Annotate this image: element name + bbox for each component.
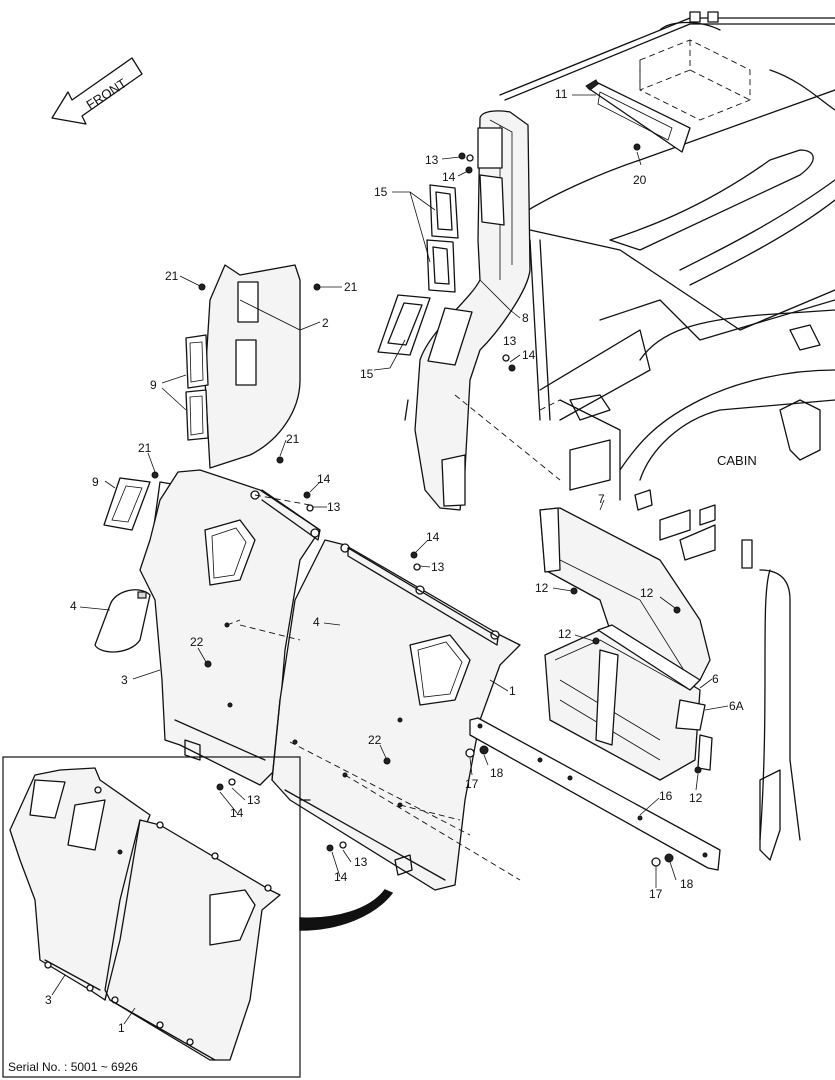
callout-21: 21: [138, 441, 152, 455]
part-2-upper-panel: [185, 264, 301, 469]
callout-8: 8: [522, 311, 529, 325]
callout-13: 13: [354, 855, 368, 869]
part-11-bracket: [585, 79, 691, 153]
callout-14: 14: [334, 870, 348, 884]
callout-18: 18: [490, 766, 504, 780]
cabin-label: CABIN: [717, 453, 757, 468]
cabin-frame: [529, 239, 835, 861]
callout-12: 12: [689, 791, 703, 805]
callout-17: 17: [649, 887, 663, 901]
part-7-duct: [539, 507, 711, 681]
callout-6: 6: [712, 672, 719, 686]
part-3-left-panel: [139, 469, 321, 786]
front-arrow-icon: FRONT: [51, 57, 143, 125]
callout-1: 1: [118, 1021, 125, 1035]
callout-9: 9: [92, 475, 99, 489]
callout-11: 11: [555, 87, 568, 101]
callout-2: 2: [322, 316, 329, 330]
callout-14: 14: [426, 530, 440, 544]
callout-18: 18: [680, 877, 694, 891]
callout-21: 21: [286, 432, 300, 446]
callout-16: 16: [659, 789, 673, 803]
callout-4: 4: [70, 599, 77, 613]
callout-21: 21: [165, 269, 179, 283]
callout-13: 13: [431, 560, 445, 574]
callout-15: 15: [374, 185, 388, 199]
serial-number-note: Serial No. : 5001 ~ 6926: [8, 1060, 138, 1074]
callout-3: 3: [45, 993, 52, 1007]
inset-view: [2, 756, 301, 1078]
part-6-unit: [544, 624, 713, 781]
callout-14: 14: [522, 348, 536, 362]
callout-1: 1: [509, 684, 516, 698]
part-16-strip: [469, 717, 721, 871]
part-1-main-panel: [271, 539, 521, 891]
callout-22: 22: [190, 635, 204, 649]
leader-lines: [51, 94, 729, 1025]
callout-labels: 11 20 13 14 15 21 21 2 8 13 14 15 9 21 2…: [45, 87, 744, 1035]
cabin-roof: [499, 11, 835, 331]
callout-13: 13: [425, 153, 439, 167]
callout-4: 4: [313, 615, 320, 629]
callout-15: 15: [360, 367, 374, 381]
callout-7: 7: [598, 492, 605, 506]
fasteners: [151, 143, 702, 867]
callout-14: 14: [317, 472, 331, 486]
callout-12: 12: [535, 581, 549, 595]
callout-20: 20: [633, 173, 647, 187]
callout-3: 3: [121, 673, 128, 687]
callout-12: 12: [558, 627, 572, 641]
callout-14: 14: [230, 806, 244, 820]
inset-reference-arrow-icon: [299, 889, 394, 931]
callout-13: 13: [247, 793, 261, 807]
callout-21: 21: [344, 280, 358, 294]
callout-22: 22: [368, 733, 382, 747]
callout-14: 14: [442, 170, 456, 184]
callout-13: 13: [503, 334, 517, 348]
callout-9: 9: [150, 378, 157, 392]
callout-12: 12: [640, 586, 654, 600]
callout-6a: 6A: [729, 699, 744, 713]
callout-17: 17: [465, 777, 479, 791]
part-15-gaskets: [377, 184, 473, 366]
callout-13: 13: [327, 500, 341, 514]
